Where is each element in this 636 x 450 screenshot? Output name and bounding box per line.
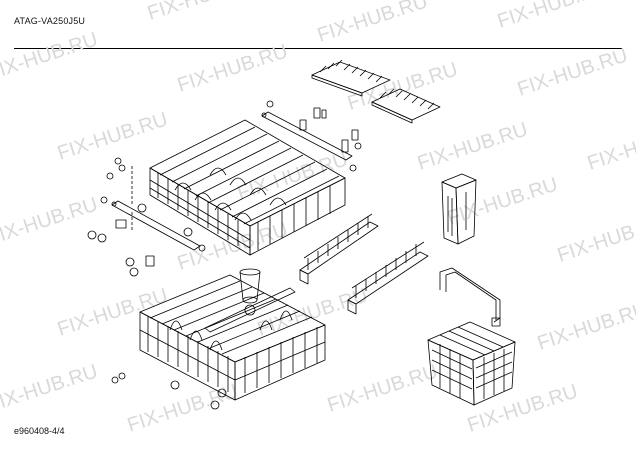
watermark: FIX-HUB.RU [495, 0, 611, 33]
watermark: FIX-HUB.RU [235, 148, 351, 204]
header-rule [14, 48, 622, 49]
cutlery-tine-rack-lower [371, 88, 441, 124]
cutlery-tine-rack-upper [311, 59, 391, 97]
watermark: FIX-HUB.RU [465, 380, 581, 436]
watermark: FIX-HUB.RU [0, 360, 100, 416]
watermark: FIX-HUB.RU [325, 360, 441, 416]
watermark: FIX-HUB.RU [145, 0, 261, 25]
basket-handle [439, 267, 501, 327]
page-reference: e960408-4/4 [14, 426, 65, 436]
watermark: FIX-HUB.RU [415, 118, 531, 174]
watermark: FIX-HUB.RU [0, 28, 100, 84]
spray-arm [204, 268, 296, 333]
fold-down-rack-upper [299, 213, 379, 285]
lower-rail [111, 200, 201, 251]
watermark: FIX-HUB.RU [345, 58, 461, 114]
fold-down-rack-lower [347, 241, 429, 315]
watermark: FIX-HUB.RU [555, 210, 636, 266]
cutlery-cup [441, 173, 477, 245]
lower-basket [111, 274, 326, 410]
watermark: FIX-HUB.RU [175, 40, 291, 96]
watermark: FIX-HUB.RU [445, 173, 561, 229]
watermark: FIX-HUB.RU [315, 0, 431, 47]
upper-rail [261, 111, 353, 161]
watermark: FIX-HUB.RU [585, 118, 636, 174]
upper-basket [149, 119, 346, 256]
rail-clips [87, 100, 362, 277]
cutlery-basket [427, 321, 516, 406]
model-title: ATAG-VA250J5U [14, 16, 86, 26]
watermark: FIX-HUB.RU [55, 284, 171, 340]
watermark: FIX-HUB.RU [515, 44, 631, 100]
watermark: FIX-HUB.RU [535, 298, 636, 354]
watermark: FIX-HUB.RU [0, 193, 100, 249]
watermark: FIX-HUB.RU [55, 108, 171, 164]
watermark: FIX-HUB.RU [175, 218, 291, 274]
